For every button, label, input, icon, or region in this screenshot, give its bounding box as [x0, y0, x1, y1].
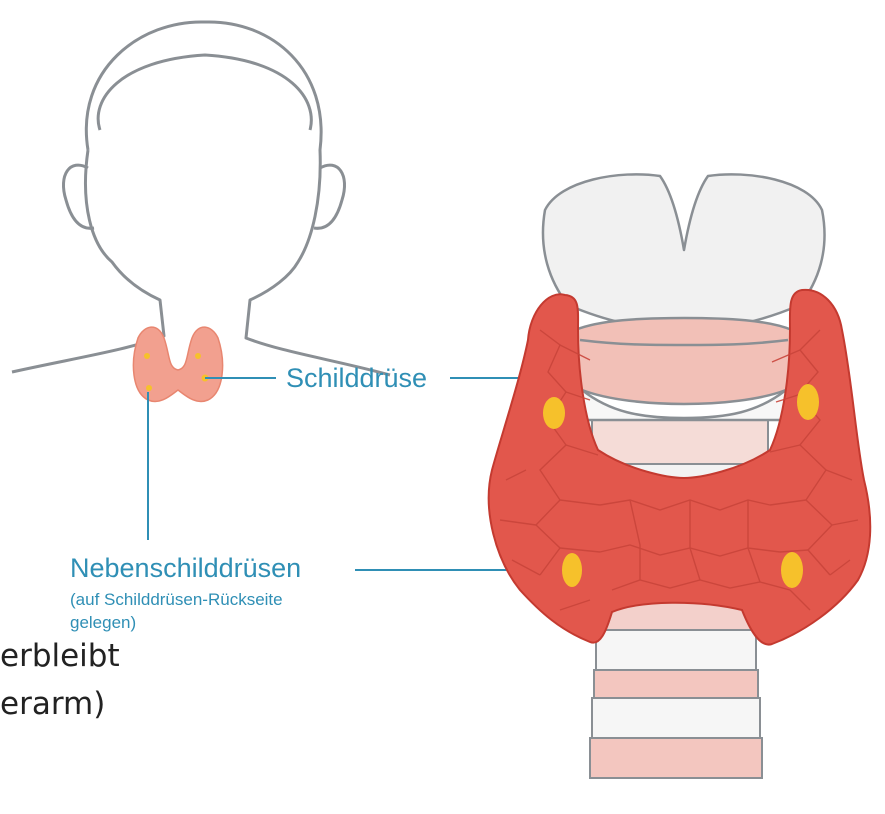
small-thyroid: [133, 327, 222, 401]
parathyroid-note-line1: (auf Schilddrüsen-Rückseite: [70, 588, 283, 611]
parathyroid-lower-left: [562, 553, 582, 587]
parathyroid-upper-right: [797, 384, 819, 420]
parathyroid-upper-left: [543, 397, 565, 429]
thyroid-label: Schilddrüse: [286, 363, 427, 394]
slide-text-line2: erarm): [0, 686, 105, 722]
larynx: [543, 174, 825, 420]
slide-text-line1: erbleibt: [0, 638, 120, 674]
parathyroid-note-line2: gelegen): [70, 611, 136, 634]
parathyroid-label: Nebenschilddrüsen: [70, 553, 301, 584]
parathyroid-lower-right: [781, 552, 803, 588]
head-outline: [12, 22, 390, 375]
